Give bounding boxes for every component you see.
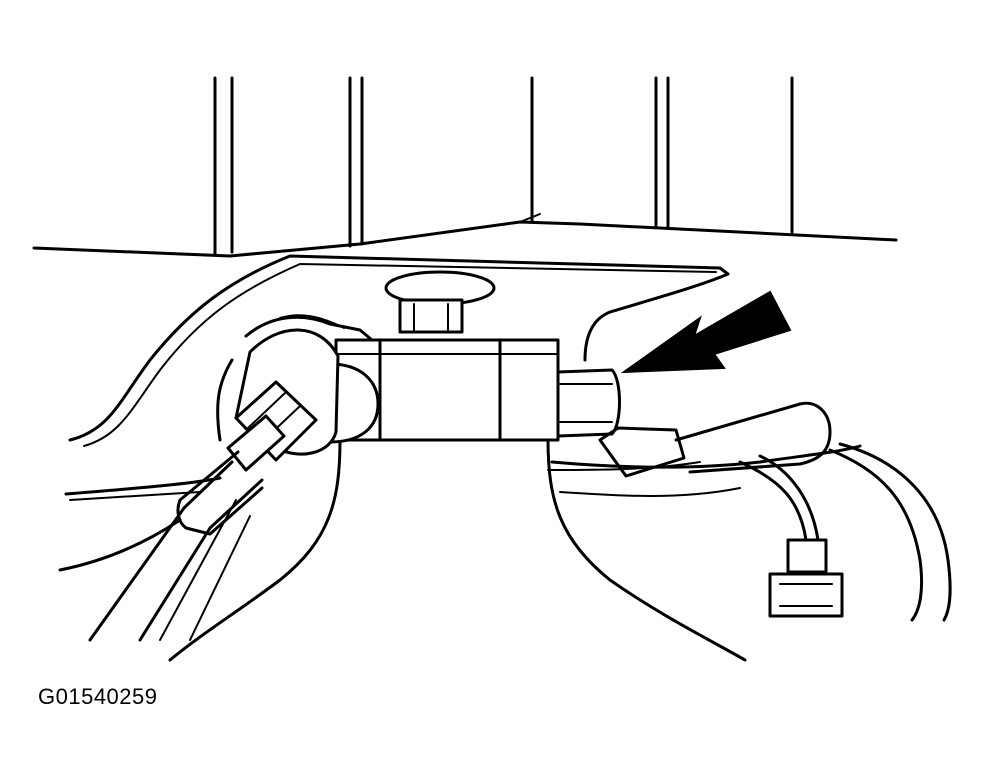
firewall-panel bbox=[32, 76, 898, 258]
arrow-icon bbox=[620, 290, 792, 374]
left-hoses bbox=[58, 450, 264, 642]
wiring-harness bbox=[550, 401, 952, 622]
valve-block bbox=[334, 298, 560, 442]
left-fitting bbox=[216, 314, 380, 472]
tank-body bbox=[168, 438, 747, 662]
figure-code: G01540259 bbox=[38, 684, 158, 709]
pressure-switch bbox=[556, 368, 621, 438]
